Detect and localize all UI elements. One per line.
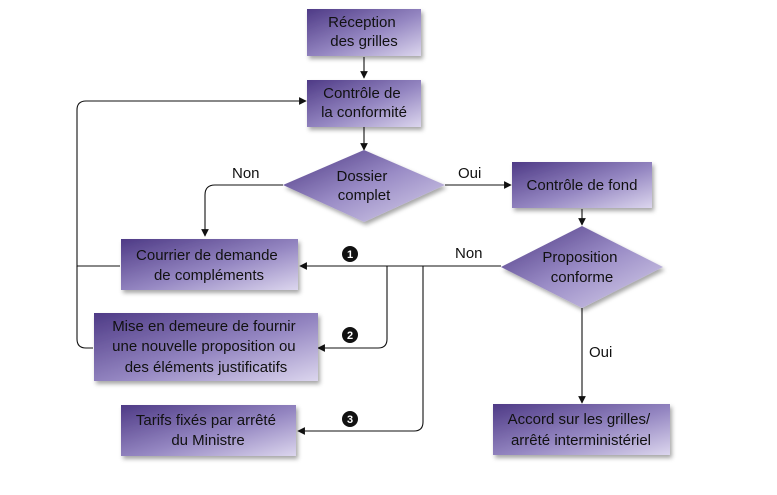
node-courrier-line-1: Courrier de demande — [136, 247, 278, 264]
node-tarifs-line-1: Tarifs fixés par arrêté — [136, 412, 276, 429]
node-controle-conformite: Contrôle de la conformité — [307, 80, 421, 127]
node-mise-en-demeure: Mise en demeure de fournir une nouvelle … — [94, 313, 318, 381]
marker-1-text: 1 — [347, 249, 353, 261]
node-mise-en-demeure-line-1: Mise en demeure de fournir — [112, 318, 295, 335]
node-tarifs: Tarifs fixés par arrêté du Ministre — [121, 405, 296, 456]
marker-3-text: 3 — [347, 414, 353, 426]
node-mise-en-demeure-line-3: des éléments justificatifs — [125, 359, 288, 376]
svg-text:Contrôle de la conformit: Contrôle de la conformité — [321, 85, 407, 121]
edge-mise-loop-back — [76, 266, 93, 349]
edge-label-oui-proposition: Oui — [589, 344, 612, 361]
edge-courrier-loop-back — [76, 97, 307, 267]
edge-branch-to-mise-en-demeure — [317, 266, 388, 352]
marker-3: 3 — [342, 411, 358, 427]
node-reception: Réception des grilles — [307, 9, 421, 56]
node-dossier-complet-line-1: Dossier — [336, 168, 387, 185]
node-controle-conformite-line-2: la conformité — [321, 104, 407, 121]
node-courrier: Courrier de demande de compléments — [121, 239, 298, 290]
node-courrier-line-2: de compléments — [154, 267, 264, 284]
edge-dossier-non-to-courrier — [201, 184, 283, 237]
node-accord: Accord sur les grilles/ arrêté intermini… — [493, 404, 670, 455]
edge-label-oui-dossier: Oui — [458, 165, 481, 182]
node-mise-en-demeure-line-2: une nouvelle proposition ou — [112, 338, 295, 355]
connectors — [76, 57, 586, 435]
node-proposition-conforme: Proposition conforme — [501, 226, 663, 308]
svg-text:Dossier complet: Dossier complet — [336, 168, 391, 204]
node-tarifs-line-2: du Ministre — [171, 432, 244, 449]
node-dossier-complet: Dossier complet — [283, 150, 445, 222]
node-reception-line-1: Réception — [328, 14, 396, 31]
marker-2-text: 2 — [347, 330, 353, 342]
node-controle-conformite-line-1: Contrôle de — [323, 85, 401, 102]
edge-label-non-proposition: Non — [455, 245, 483, 262]
node-controle-fond: Contrôle de fond — [512, 162, 652, 208]
marker-1: 1 — [342, 246, 358, 262]
marker-2: 2 — [342, 327, 358, 343]
node-proposition-conforme-line-1: Proposition — [542, 249, 617, 266]
svg-text:Contrôle de fond: Contrôle de fond — [527, 177, 638, 194]
svg-text:Tarifs fixés par arrêté: Tarifs fixés par arrêté du Ministre — [136, 412, 280, 449]
edge-label-non-dossier: Non — [232, 165, 260, 182]
edge-branch-to-tarifs — [297, 266, 424, 435]
node-reception-line-2: des grilles — [330, 33, 398, 50]
node-accord-line-2: arrêté interministériel — [511, 432, 651, 449]
node-proposition-conforme-line-2: conforme — [551, 269, 614, 286]
svg-text:Réception des grilles: Réception des grilles — [328, 14, 400, 50]
node-accord-line-1: Accord sur les grilles/ — [508, 411, 651, 428]
svg-text:Proposition conforme: Proposition conforme — [542, 249, 621, 286]
svg-text:Mise en demeure de fournir: Mise en demeure de fournir une nouvelle … — [112, 318, 300, 376]
node-dossier-complet-line-2: complet — [338, 187, 391, 204]
node-controle-fond-line-1: Contrôle de fond — [527, 177, 638, 194]
svg-text:Accord sur les grilles/: Accord sur les grilles/ arrêté intermini… — [508, 411, 655, 449]
svg-text:Courrier de demande de c: Courrier de demande de compléments — [136, 247, 282, 284]
